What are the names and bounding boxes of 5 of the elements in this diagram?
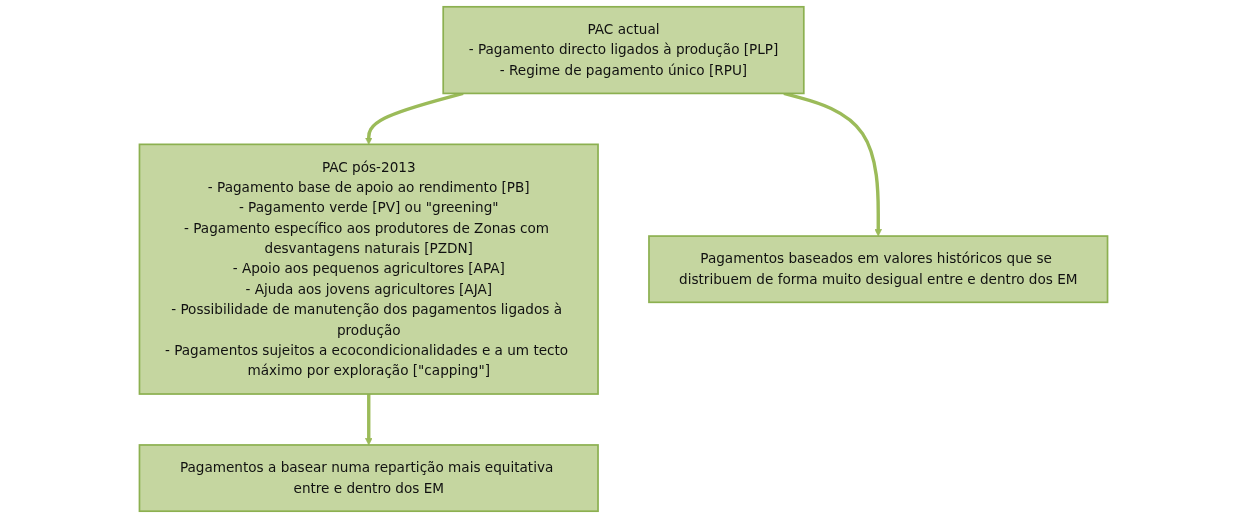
node-box: Pagamentos a basear numa repartição mais equitativa entre e dentro dos EM xyxy=(138,444,599,513)
node-box: PAC actual - Pagamento directo ligados à produção [PLP] - Regime de pagamento único [RPU] xyxy=(442,5,805,95)
node-box: PAC pós-2013 - Pagamento base de apoio ao rendimento [PB] - Pagamento verde [PV] ou "greening" - Pagamento específico aos produtores de Zonas com desvantagens naturais [PZDN] - Apoio aos pequenos agricultores [APA] - Ajuda aos jovens agricultores [AJA] - Possibilidade de manutenção dos pagamentos ligados à produção - Pagamentos sujeitos a ecocondicionalidades e a um tecto máximo por exploração ["capping"] xyxy=(138,143,599,395)
node-box: Pagamentos baseados em valores históricos que se distribuem de forma muito desigual entre e dentro dos EM xyxy=(648,235,1109,304)
arrow xyxy=(365,394,373,446)
